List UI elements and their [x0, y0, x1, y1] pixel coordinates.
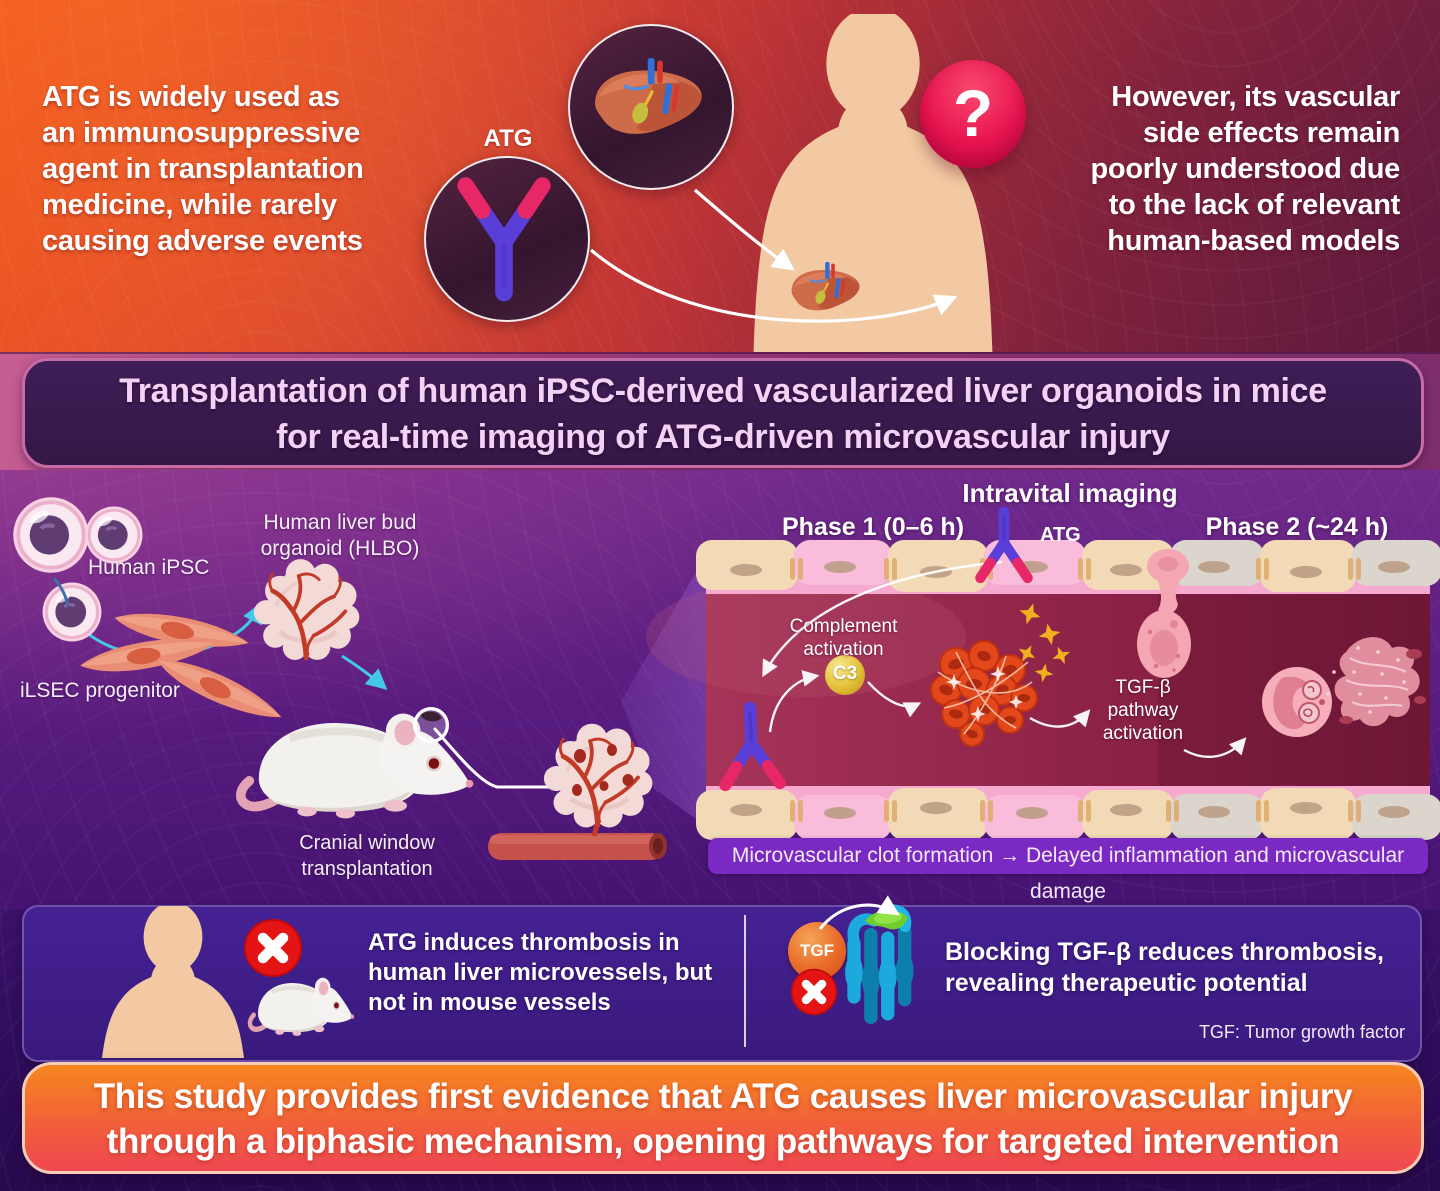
yellow-particles — [1018, 603, 1071, 683]
atg-label: ATG — [483, 125, 533, 152]
intro-left-text: ATG is widely used as an immunosuppressi… — [42, 79, 387, 259]
finding-left-line: human liver microvessels, but — [368, 959, 713, 986]
hlbo-label-line: Human liver bud — [263, 511, 417, 534]
finding-left-line: not in mouse vessels — [368, 989, 611, 1016]
vessel-caption: Microvascular clot formation → Delayed i… — [731, 844, 1405, 903]
intro-left-line: agent in transplantation — [42, 153, 364, 185]
question-mark-badge: ? — [920, 60, 1026, 168]
c3-label: C3 — [832, 663, 858, 684]
findings-divider — [744, 915, 746, 1047]
title-line2: for real-time imaging of ATG-driven micr… — [276, 418, 1170, 456]
hlbo-label: Human liver bud organoid (HLBO) — [235, 510, 445, 562]
antibody-icon — [972, 504, 1036, 588]
window-connector-line — [433, 727, 557, 789]
organoid-icon — [252, 552, 364, 667]
intro-left-line: medicine, while rarely — [42, 189, 337, 221]
intravital-title: Intravital imaging — [962, 478, 1178, 508]
finding-right-line: revealing therapeutic potential — [945, 969, 1308, 997]
immune-cell-icon — [1137, 549, 1191, 678]
conclusion-line2: through a biphasic mechanism, opening pa… — [106, 1122, 1340, 1161]
organoid-lesions — [572, 744, 634, 796]
intro-right-line: poorly understood due — [1090, 153, 1401, 185]
conclusion-banner: This study provides first evidence that … — [22, 1062, 1424, 1174]
transplanted-organoid-icon — [488, 700, 667, 860]
hlbo-label-line: organoid (HLBO) — [260, 537, 420, 560]
tgf-footnote: TGF: Tumor growth factor — [1198, 1022, 1405, 1042]
x-badge — [790, 968, 838, 1016]
tgf-pathway-label: TGF-β pathway activation — [1093, 676, 1193, 745]
antibody-icon — [452, 170, 556, 305]
intro-section: ATG is widely used as an immunosuppressi… — [0, 0, 1440, 352]
c3-sphere — [825, 655, 865, 695]
phase1-label: Phase 1 (0–6 h) — [781, 513, 965, 541]
ipsc-cells-icon — [8, 492, 145, 644]
arrow — [589, 248, 958, 323]
intro-right-line: side effects remain — [1142, 117, 1400, 149]
tgf-pathway-line: TGF-β — [1115, 677, 1171, 698]
intro-right-text: However, its vascular side effects remai… — [1055, 79, 1401, 259]
intro-left-line: an immunosuppressive — [42, 117, 360, 149]
conclusion-line1: This study provides first evidence that … — [93, 1077, 1353, 1116]
tgf-badge-label: TGF — [800, 941, 834, 960]
vessel-panel — [646, 540, 1440, 840]
intro-right-line: to the lack of relevant — [1108, 189, 1401, 221]
title-banner: Transplantation of human iPSC-derived va… — [22, 358, 1424, 468]
vessel-caption-bar: Microvascular clot formation → Delayed i… — [708, 838, 1428, 903]
mouse-icon — [246, 966, 358, 1046]
complement-label-line: Complement — [789, 616, 898, 637]
macrophage-icon — [1262, 667, 1332, 737]
title-line1: Transplantation of human iPSC-derived va… — [119, 372, 1327, 410]
atg-vessel-label: ATG — [1040, 524, 1081, 546]
blocking-arrow — [818, 895, 900, 930]
intro-left-line: ATG is widely used as — [42, 81, 340, 113]
phase2-label: Phase 2 (~24 h) — [1205, 513, 1389, 541]
complement-label-line: activation — [803, 639, 884, 660]
question-mark: ? — [952, 76, 994, 150]
complement-label: Complement activation — [786, 615, 901, 661]
clot-icon — [930, 640, 1038, 747]
arrow — [341, 654, 388, 690]
cranial-label-line: transplantation — [301, 858, 433, 880]
endothelium-top — [696, 540, 1440, 592]
intro-left-line: causing adverse events — [42, 225, 363, 257]
intro-right-line: human-based models — [1107, 225, 1400, 257]
process-arrows — [762, 560, 1247, 758]
intro-right-line: However, its vascular — [1111, 81, 1400, 113]
endothelium-bottom — [696, 788, 1440, 840]
tgf-pathway-line: activation — [1102, 723, 1184, 744]
cranial-label-line: Cranial window — [299, 832, 435, 854]
net-debris-icon — [1326, 637, 1426, 727]
finding-right-text: Blocking TGF-β reduces thrombosis, revea… — [945, 937, 1385, 999]
human-ipsc-label: Human iPSC — [88, 556, 210, 579]
cranial-window-label: Cranial window transplantation — [282, 830, 452, 882]
intro-arrows — [589, 188, 958, 323]
liver-icon — [593, 58, 704, 136]
finding-right-line: Blocking TGF-β reduces thrombosis, — [945, 938, 1384, 966]
tgf-pathway-line: pathway — [1107, 700, 1179, 721]
arrow — [693, 188, 795, 271]
finding-left-text: ATG induces thrombosis in human liver mi… — [368, 928, 728, 1018]
human-silhouette — [97, 906, 249, 1058]
finding-left-line: ATG induces thrombosis in — [368, 929, 680, 956]
ilsec-progenitor-label: iLSEC progenitor — [20, 679, 180, 702]
